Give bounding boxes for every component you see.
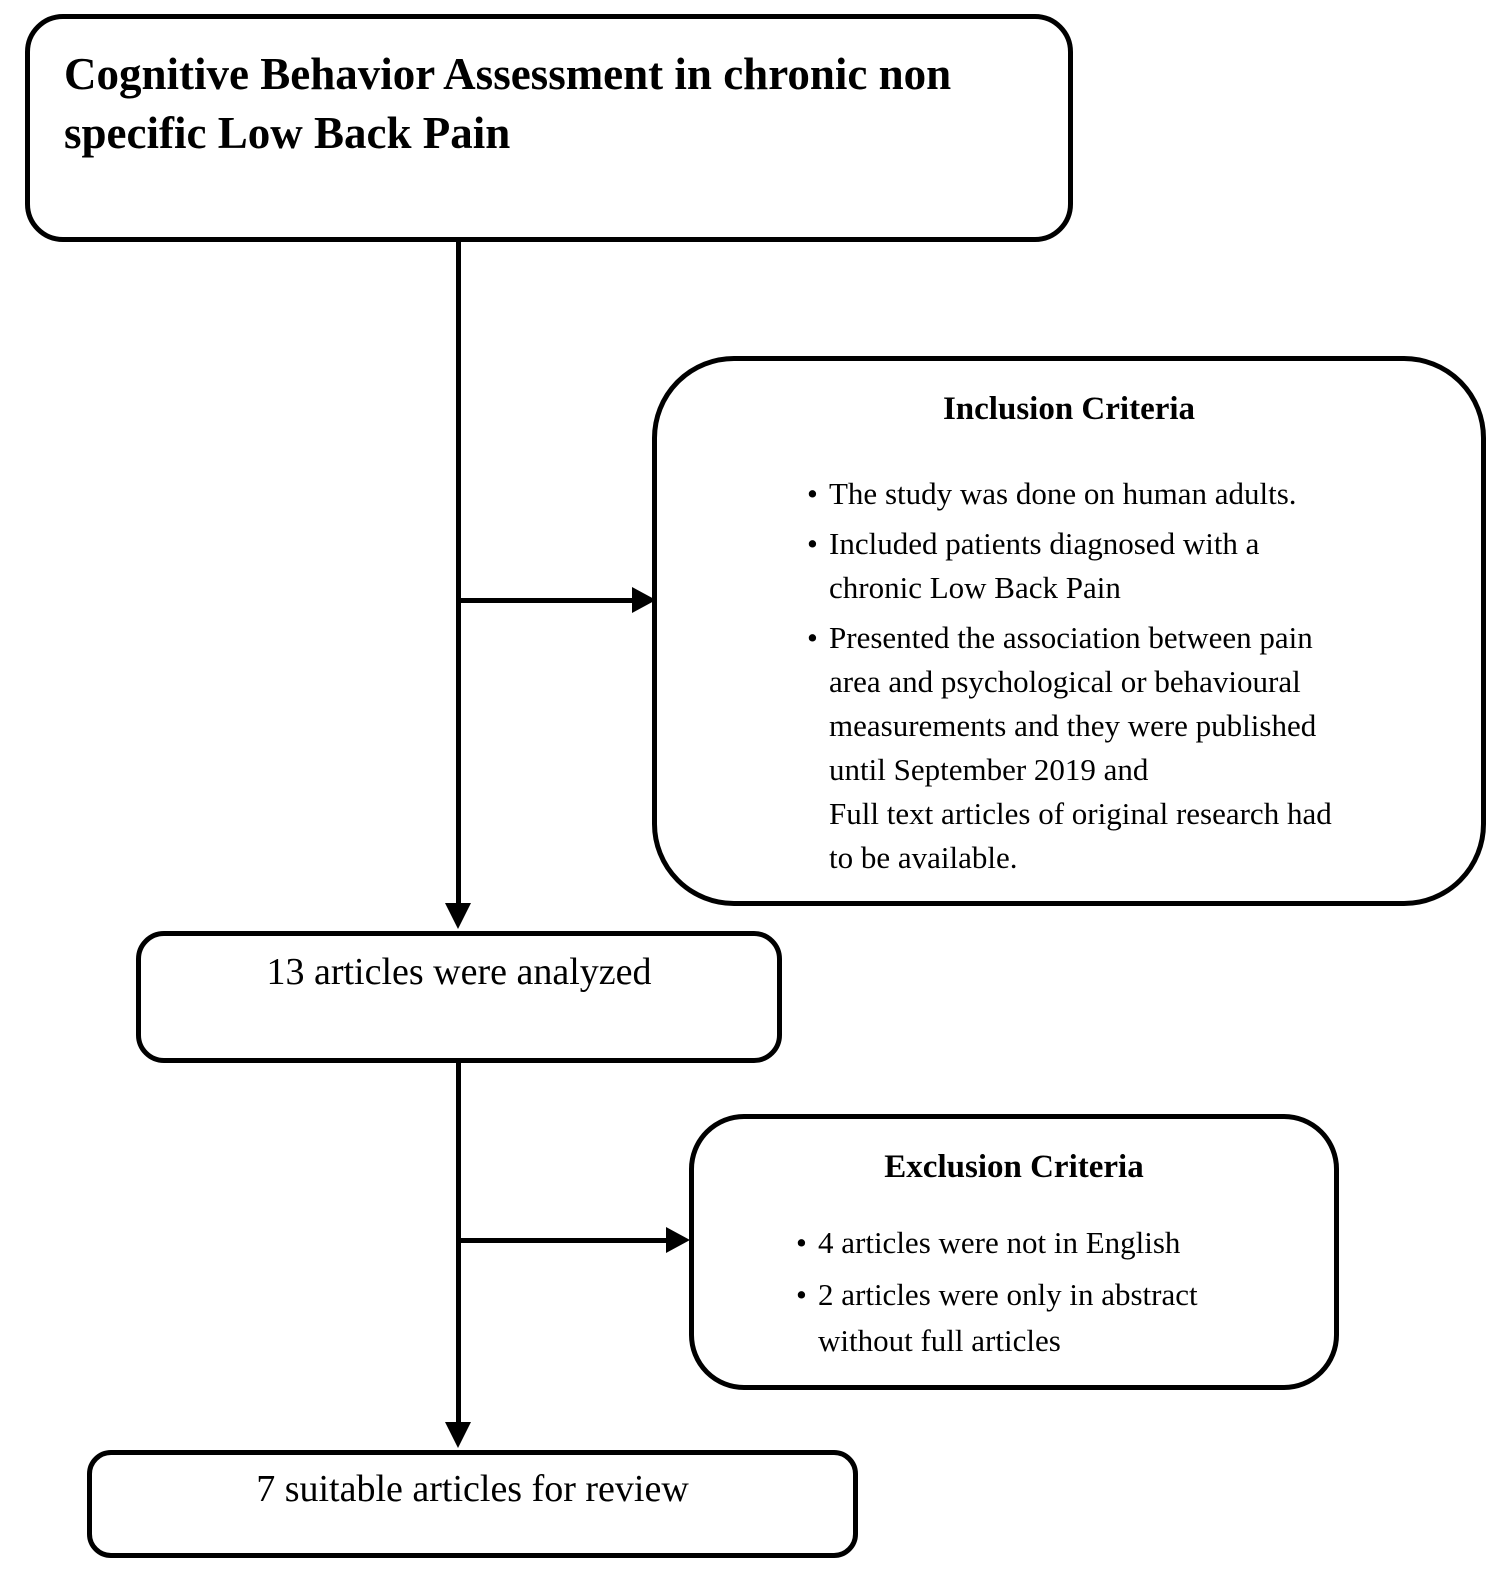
- bullet-marker: [807, 704, 829, 748]
- arrowhead-right-into-exclusion-box: [666, 1227, 690, 1253]
- criteria-line: chronic Low Back Pain: [807, 566, 1481, 610]
- inclusion-criteria-heading: Inclusion Criteria: [942, 391, 1196, 427]
- criteria-line: • Presented the association between pain: [807, 616, 1481, 660]
- criteria-line-text: chronic Low Back Pain: [829, 570, 1121, 605]
- bullet-marker: •: [796, 1277, 807, 1312]
- connector-analyzed-to-review: [456, 1063, 461, 1425]
- criteria-line: • Included patients diagnosed with a: [807, 522, 1481, 566]
- criteria-line: until September 2019 and: [807, 748, 1481, 792]
- criteria-line-text: Presented the association between pain: [829, 620, 1313, 655]
- connector-branch-to-inclusion: [456, 598, 636, 603]
- criteria-line-text: area and psychological or behavioural: [829, 664, 1301, 699]
- exclusion-criteria-box: Exclusion Criteria • 4 articles were not …: [689, 1114, 1339, 1390]
- criteria-line: Full text articles of original research …: [807, 792, 1481, 836]
- bullet-marker: [796, 1318, 818, 1364]
- bullet-marker: [807, 566, 829, 610]
- bullet-marker: •: [796, 1225, 807, 1260]
- criteria-line: • 4 articles were not in English: [796, 1220, 1334, 1266]
- analyzed-articles-box: 13 articles were analyzed: [136, 931, 782, 1063]
- criteria-line-text: to be available.: [829, 840, 1018, 875]
- exclusion-criteria-heading: Exclusion Criteria: [884, 1149, 1144, 1185]
- bullet-marker: [807, 748, 829, 792]
- criteria-line-text: Full text articles of original research …: [829, 796, 1332, 831]
- bullet-marker: •: [807, 526, 818, 561]
- exclusion-criteria-list: • 4 articles were not in English • 2 articl…: [694, 1220, 1334, 1364]
- bullet-marker: •: [807, 476, 818, 511]
- criteria-line-text: without full articles: [818, 1323, 1061, 1358]
- arrowhead-down-into-review-box: [445, 1422, 471, 1448]
- arrowhead-down-into-analyzed-box: [445, 903, 471, 929]
- criteria-line: • The study was done on human adults.: [807, 472, 1481, 516]
- criteria-line-text: 2 articles were only in abstract: [818, 1277, 1198, 1312]
- bullet-marker: [807, 792, 829, 836]
- criteria-line-text: Included patients diagnosed with a: [829, 526, 1260, 561]
- criteria-line: • 2 articles were only in abstract: [796, 1272, 1334, 1318]
- connector-branch-to-exclusion: [456, 1238, 668, 1243]
- review-articles-box: 7 suitable articles for review: [87, 1450, 858, 1558]
- criteria-line-text: The study was done on human adults.: [829, 476, 1297, 511]
- inclusion-criteria-list: • The study was done on human adults. • Inc…: [657, 472, 1481, 880]
- criteria-line: without full articles: [796, 1318, 1334, 1364]
- criteria-line-text: measurements and they were published: [829, 708, 1317, 743]
- criteria-line: measurements and they were published: [807, 704, 1481, 748]
- inclusion-criteria-box: Inclusion Criteria • The study was done o…: [652, 356, 1486, 906]
- connector-title-to-analyzed: [456, 242, 461, 908]
- criteria-line: to be available.: [807, 836, 1481, 880]
- bullet-marker: [807, 660, 829, 704]
- title-box: Cognitive Behavior Assessment in chronic…: [25, 14, 1073, 242]
- bullet-marker: [807, 836, 829, 880]
- criteria-line: area and psychological or behavioural: [807, 660, 1481, 704]
- criteria-line-text: 4 articles were not in English: [818, 1225, 1181, 1260]
- criteria-line-text: until September 2019 and: [829, 752, 1149, 787]
- bullet-marker: •: [807, 620, 818, 655]
